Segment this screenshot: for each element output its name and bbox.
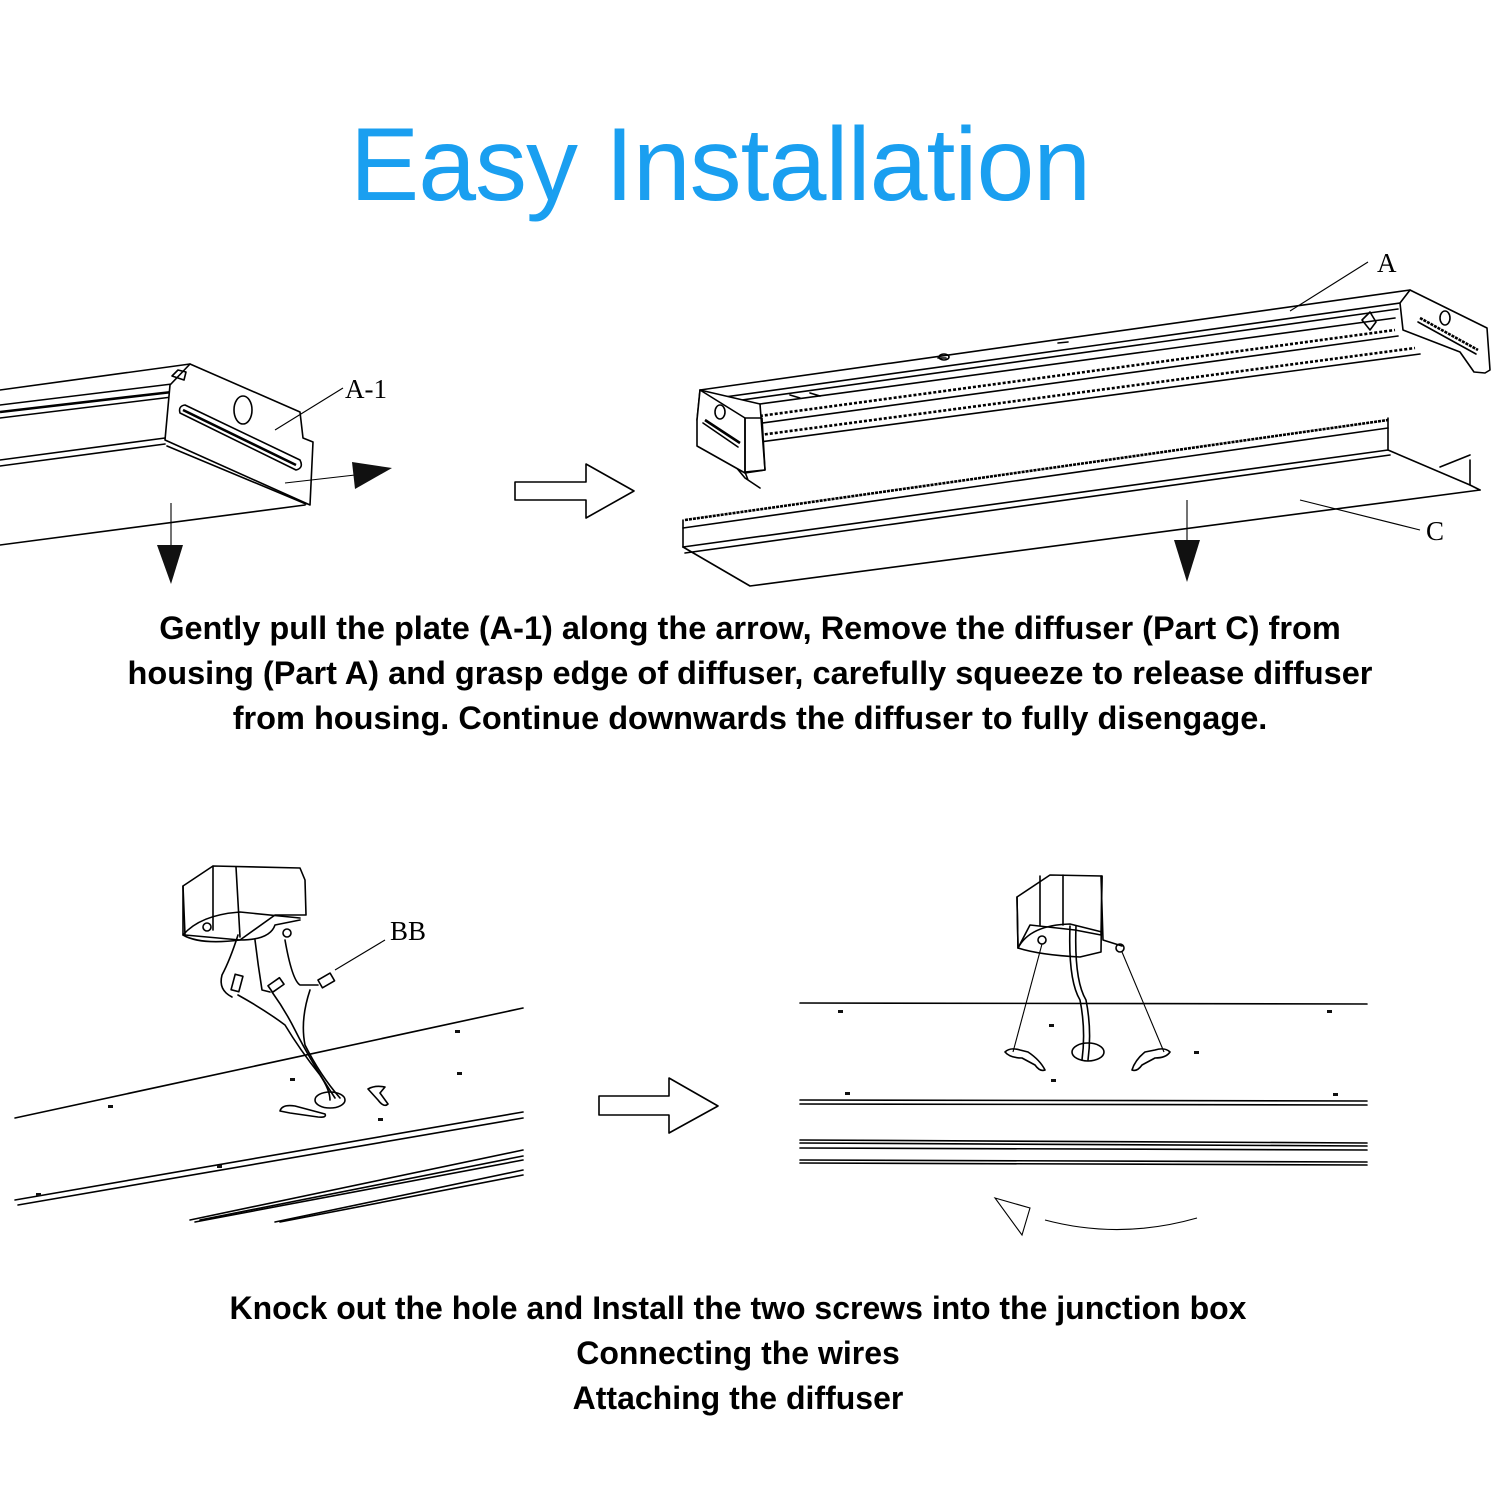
housing-and-diffuser-drawing: A C — [682, 248, 1491, 587]
step1-caption-line: Gently pull the plate (A-1) along the ar… — [159, 610, 1341, 646]
step1-instructions: Gently pull the plate (A-1) along the ar… — [0, 606, 1500, 741]
junction-box-wiring-drawing: BB — [14, 865, 524, 1223]
mounted-junction-box-drawing — [799, 874, 1368, 1237]
solid-down-arrow-icon — [1174, 500, 1200, 582]
solid-right-arrow-icon — [284, 462, 392, 489]
label-c: C — [1426, 516, 1444, 546]
step2-caption-line: Attaching the diffuser — [572, 1380, 904, 1416]
page-title: Easy Installation — [349, 107, 1091, 223]
step2-instructions: Knock out the hole and Install the two s… — [0, 1286, 1488, 1421]
step2-caption-line: Connecting the wires — [576, 1335, 900, 1371]
curved-counterclockwise-arrow-icon — [993, 1197, 1198, 1237]
hollow-right-arrow-icon — [598, 1077, 719, 1134]
label-bb: BB — [390, 916, 426, 946]
solid-down-arrow-icon — [157, 503, 183, 584]
label-a1: A-1 — [345, 374, 387, 404]
step1-caption-line: housing (Part A) and grasp edge of diffu… — [127, 655, 1373, 691]
label-a: A — [1377, 248, 1397, 278]
hollow-right-arrow-icon — [514, 463, 635, 519]
step1-caption-line: from housing. Continue downwards the dif… — [232, 700, 1268, 736]
fixture-end-plate-drawing: A-1 — [0, 363, 392, 584]
step2-caption-line: Knock out the hole and Install the two s… — [229, 1290, 1247, 1326]
